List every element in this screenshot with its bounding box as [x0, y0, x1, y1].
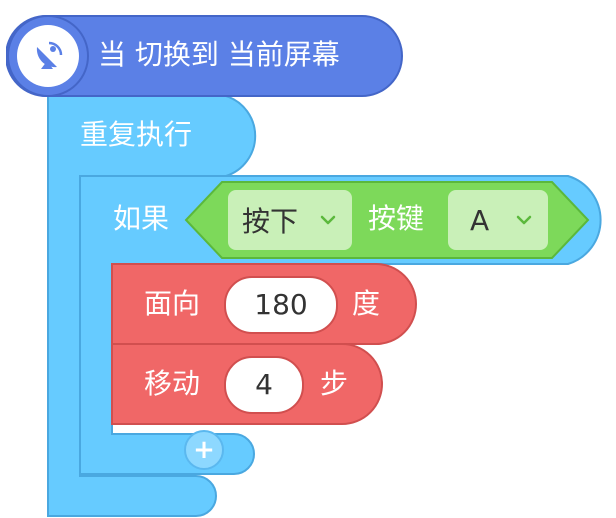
- if-block-label: 如果: [113, 202, 170, 235]
- chevron-down-icon: [320, 215, 336, 225]
- press-action-value: 按下: [242, 205, 299, 238]
- steps-input[interactable]: 4: [224, 356, 304, 414]
- direction-unit-label: 度: [352, 287, 381, 320]
- face-direction-label: 面向: [144, 287, 201, 320]
- direction-input[interactable]: 180: [224, 276, 338, 334]
- when-screen-switched-hat-block[interactable]: [6, 14, 404, 98]
- direction-value: 180: [254, 288, 308, 321]
- plus-icon: +: [193, 435, 215, 465]
- hat-block-label: 当 切换到 当前屏幕: [98, 38, 340, 71]
- key-dropdown[interactable]: A: [448, 190, 548, 250]
- key-label: 按键: [368, 202, 425, 235]
- key-value: A: [470, 203, 490, 237]
- chevron-down-icon: [516, 215, 532, 225]
- satellite-dish-icon: [36, 41, 63, 69]
- steps-value: 4: [255, 368, 273, 401]
- loop-block-label: 重复执行: [80, 118, 193, 151]
- press-action-dropdown[interactable]: 按下: [228, 190, 352, 250]
- steps-unit-label: 步: [320, 367, 349, 400]
- move-label: 移动: [144, 367, 201, 400]
- add-block-button[interactable]: +: [184, 430, 224, 470]
